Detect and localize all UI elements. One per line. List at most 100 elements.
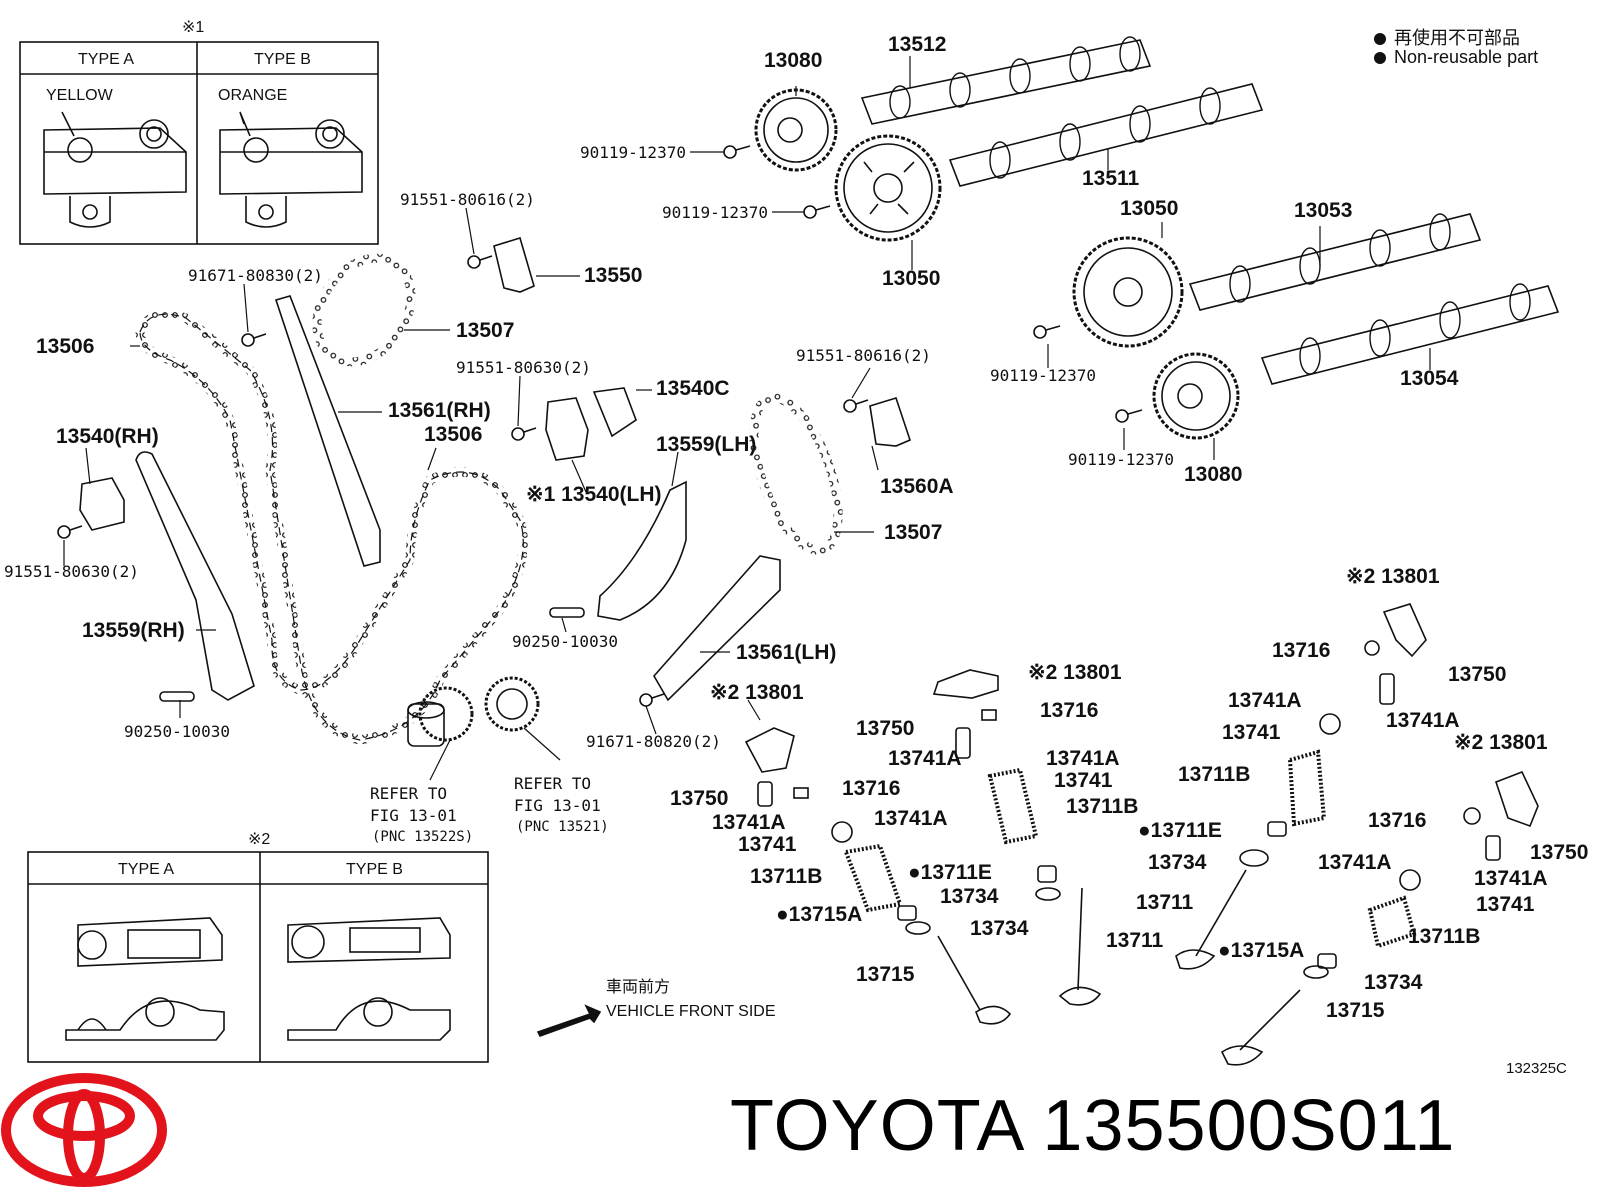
part-label: 90119-12370 (1068, 450, 1174, 469)
toyota-logo (1, 1073, 167, 1187)
part-label: 13734 (940, 885, 999, 908)
bullet-icon (1374, 52, 1386, 64)
bullet-icon (1374, 33, 1386, 45)
part-label: ※2 13801 (710, 681, 804, 704)
camshaft-13053 (1188, 213, 1482, 311)
part-label: 13741 (1476, 893, 1535, 916)
vvt-gear-13080-top (754, 88, 838, 172)
vvt-gear-13080-bottom (1152, 352, 1240, 440)
inset1-type-a: TYPE A (78, 51, 135, 68)
refer-label: REFER TO (370, 784, 448, 803)
valve-train-right-bottom (1220, 770, 1539, 1066)
part-label: 13506 (36, 335, 95, 358)
part-label: 90250-10030 (124, 722, 230, 741)
part-label: 13716 (1040, 699, 1099, 722)
slipper-13559-rh (135, 451, 255, 701)
part-label: 13711 (1106, 929, 1164, 952)
vvt-gear-13050-left (834, 134, 942, 242)
part-label: 13080 (1184, 463, 1243, 486)
part-label: 13741A (888, 747, 962, 770)
plate-13540c (592, 387, 637, 438)
part-label: 13050 (1120, 197, 1179, 220)
part-label: 13711B (1408, 925, 1481, 948)
part-label: 13561(LH) (736, 641, 837, 664)
inset1-marker: ※1 (182, 19, 205, 36)
part-label: ※1 13540(LH) (526, 483, 662, 506)
legend-en: Non-reusable part (1374, 47, 1538, 68)
part-label: 13741A (1386, 709, 1460, 732)
refer-label: FIG 13-01 (370, 806, 457, 825)
camshaft-13512 (860, 36, 1152, 125)
part-label: 13715 (1326, 999, 1385, 1022)
valve-train-center (932, 669, 1102, 1006)
pin-90250-mid (549, 607, 585, 618)
front-jp: 車両前方 (606, 979, 671, 996)
part-label: 13716 (1272, 639, 1331, 662)
chain-guide-13561-lh (653, 555, 781, 702)
camshaft-13054 (1260, 283, 1560, 385)
bolts (57, 145, 1143, 707)
part-label: 13559(RH) (82, 619, 185, 642)
tensioner-13540-rh (79, 477, 125, 531)
part-label: 91551-80630(2) (456, 358, 591, 377)
part-label: 13511 (1082, 167, 1140, 190)
part-label: 13716 (842, 777, 901, 800)
part-label: 13550 (584, 264, 643, 287)
part-label: 13741 (1222, 721, 1281, 744)
drawing-code: 132325C (1506, 1060, 1567, 1077)
part-label: ●13711E (1138, 819, 1222, 842)
part-label: 13750 (856, 717, 915, 740)
part-label: 13711B (1178, 763, 1251, 786)
crank-sprocket-13521 (484, 676, 540, 732)
pin-90250-left (159, 691, 195, 702)
timing-chain-13506 (135, 309, 528, 745)
part-label: 13741 (1054, 769, 1113, 792)
leader-lines (63, 56, 1431, 781)
part-label: 90250-10030 (512, 632, 618, 651)
brand-part-number: TOYOTA 135500S011 (730, 1086, 1456, 1166)
valve-train-left (744, 727, 1012, 1025)
front-en: VEHICLE FRONT SIDE (606, 1003, 776, 1020)
part-label: 13741A (1228, 689, 1302, 712)
part-label: 91551-80616(2) (400, 190, 535, 209)
part-label: 13711 (1136, 891, 1194, 914)
vvt-gear-13050-right (1072, 236, 1184, 348)
refer-label: (PNC 13521) (516, 819, 609, 835)
part-label: 13741A (1474, 867, 1548, 890)
part-label: 13741 (738, 833, 797, 856)
chain-damper-13550 (493, 236, 535, 293)
part-label: 13734 (1364, 971, 1423, 994)
part-label: 91551-80630(2) (4, 562, 139, 581)
part-label: 13711B (750, 865, 823, 888)
part-label: 13054 (1400, 367, 1459, 390)
part-label: 13750 (1448, 663, 1507, 686)
part-label: 13080 (764, 49, 823, 72)
camshaft-13511 (948, 83, 1264, 187)
part-label: 91551-80616(2) (796, 346, 931, 365)
part-label: ●13715A (1218, 939, 1305, 962)
refer-label: FIG 13-01 (514, 796, 601, 815)
part-label: 13050 (882, 267, 941, 290)
inset2-type-b: TYPE B (346, 861, 403, 878)
front-arrow (536, 1004, 602, 1037)
part-label: 13506 (424, 423, 483, 446)
part-label: 90119-12370 (580, 143, 686, 162)
refer-label: (PNC 13522S) (372, 829, 474, 845)
timing-chain-13507-top (312, 253, 416, 367)
crank-sprocket-13522 (407, 686, 474, 747)
inset2-type-a: TYPE A (118, 861, 175, 878)
part-label: 13734 (1148, 851, 1207, 874)
chain-damper-13560a (869, 397, 911, 447)
slipper-13559-lh (597, 480, 687, 621)
part-label: 13741A (1046, 747, 1120, 770)
part-label: ※2 13801 (1454, 731, 1548, 754)
part-label: 13741A (874, 807, 948, 830)
valve-train-right-top (1175, 603, 1427, 970)
part-label: 13507 (456, 319, 515, 342)
part-label: 90119-12370 (662, 203, 768, 222)
part-label: 13716 (1368, 809, 1427, 832)
inset1-color-b: ORANGE (218, 87, 288, 104)
part-label: ●13711E (908, 861, 992, 884)
timing-chain-13507-mid (749, 393, 843, 555)
